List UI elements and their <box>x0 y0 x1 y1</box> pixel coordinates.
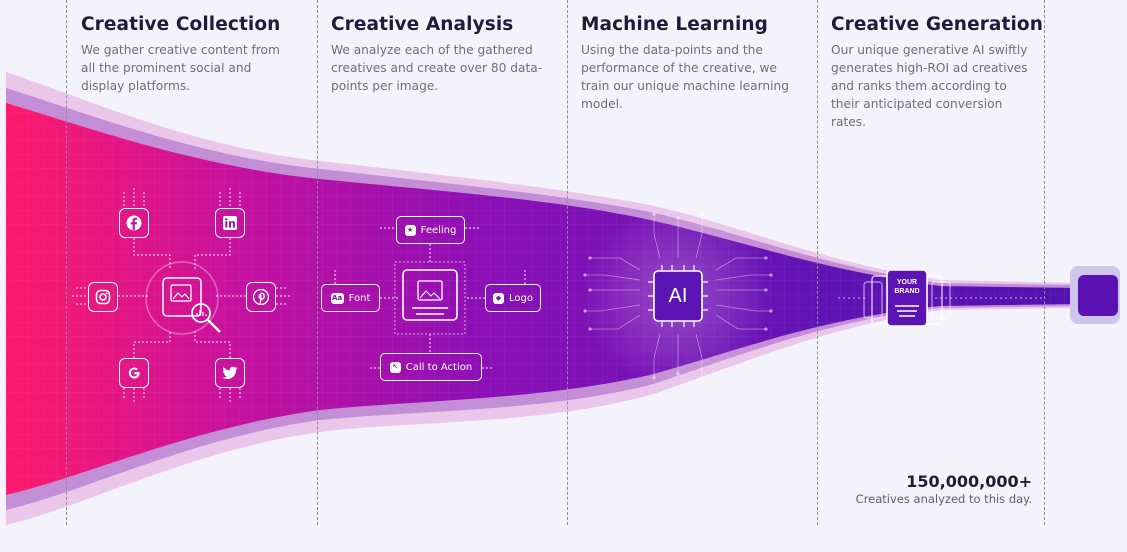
linkedin-icon <box>215 208 245 238</box>
collection-hub-ring <box>145 261 219 335</box>
instagram-icon <box>88 282 118 312</box>
brand-line-1: YOUR <box>896 279 918 286</box>
feeling-label: Feeling <box>420 224 457 236</box>
column-divider <box>817 0 818 525</box>
column-divider <box>1044 0 1045 525</box>
font-label: Font <box>348 292 371 304</box>
call-to-action-tag: ↖ Call to Action <box>380 353 482 381</box>
logo-label: Logo <box>509 292 533 304</box>
step-description: Our unique generative AI swiftly generat… <box>831 43 1028 129</box>
step-title: Creative Analysis <box>331 14 514 35</box>
brand-line-2: BRAND <box>894 288 920 295</box>
step-creative-generation: Creative Generation Our unique generativ… <box>831 14 1051 131</box>
step-title: Machine Learning <box>581 14 768 35</box>
step-creative-analysis: Creative Analysis We analyze each of the… <box>331 14 551 95</box>
column-divider <box>66 0 67 525</box>
step-title: Creative Generation <box>831 14 1043 35</box>
google-icon <box>119 358 149 388</box>
star-icon: ★ <box>404 224 416 236</box>
column-divider <box>567 0 568 525</box>
funnel-end-cap <box>1078 275 1118 316</box>
call-to-action-label: Call to Action <box>405 361 473 373</box>
pinterest-icon <box>246 282 276 312</box>
font-icon: Aa <box>330 292 344 304</box>
brand-label: YOUR BRAND <box>887 278 927 296</box>
brand-card <box>886 269 928 327</box>
step-creative-collection: Creative Collection We gather creative c… <box>81 14 301 95</box>
column-divider <box>317 0 318 525</box>
creatives-stat: 150,000,000+ Creatives analyzed to this … <box>856 472 1032 506</box>
step-description: Using the data-points and the performanc… <box>581 43 789 111</box>
twitter-icon <box>215 358 245 388</box>
font-tag: Aa Font <box>321 284 380 312</box>
image-search-icon <box>146 262 226 337</box>
cursor-icon: ↖ <box>389 361 401 373</box>
feeling-tag: ★ Feeling <box>396 216 465 244</box>
facebook-icon <box>119 208 149 238</box>
stat-label: Creatives analyzed to this day. <box>855 492 1032 506</box>
layers-icon: ◆ <box>493 292 504 304</box>
step-title: Creative Collection <box>81 14 281 35</box>
image-card-icon <box>403 270 457 320</box>
step-machine-learning: Machine Learning Using the data-points a… <box>581 14 801 113</box>
step-description: We analyze each of the gathered creative… <box>331 43 543 93</box>
logo-tag: ◆ Logo <box>485 284 541 312</box>
ai-chip-label: AI <box>668 284 688 307</box>
stat-value: 150,000,000+ <box>906 472 1032 491</box>
step-description: We gather creative content from all the … <box>81 43 280 93</box>
